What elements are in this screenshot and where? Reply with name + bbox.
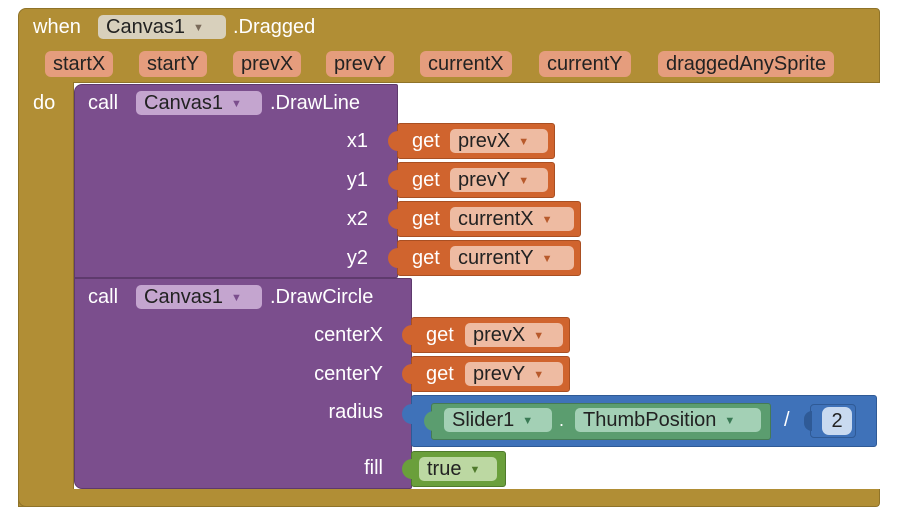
slider-component-value: Slider1	[452, 409, 515, 431]
connector-radius	[402, 404, 412, 424]
triangle-down-icon: ▼	[533, 330, 545, 342]
drawline-call-label: call	[88, 92, 119, 114]
event-name-label: .Dragged	[233, 16, 316, 38]
var-value-centerx: prevX	[473, 324, 526, 346]
slider-property-dropdown[interactable]: ThumbPosition ▼	[575, 408, 761, 432]
get-label-x2: get	[412, 208, 440, 230]
boolean-value: true	[427, 458, 462, 480]
param-draggedanysprite[interactable]: draggedAnySprite	[658, 51, 835, 77]
number-value[interactable]: 2	[822, 407, 852, 435]
component-dropdown-value: Canvas1	[106, 16, 185, 38]
connector-centery	[402, 364, 412, 384]
connector-y2	[388, 248, 398, 268]
event-block-footer[interactable]	[18, 489, 880, 507]
triangle-down-icon: ▼	[230, 98, 242, 110]
arg-label-y2: y2	[346, 247, 368, 269]
drawline-component-value: Canvas1	[144, 92, 223, 114]
get-label-y2: get	[412, 247, 440, 269]
triangle-down-icon: ▼	[192, 22, 204, 34]
arg-label-centerx: centerX	[314, 324, 383, 346]
var-value-centery: prevY	[473, 363, 526, 385]
triangle-down-icon: ▼	[469, 464, 481, 476]
arg-label-centery: centerY	[314, 363, 383, 385]
slider-property-value: ThumbPosition	[583, 409, 717, 431]
drawcircle-component-dropdown[interactable]: Canvas1 ▼	[136, 285, 262, 309]
var-dropdown-centery[interactable]: prevY ▼	[465, 362, 563, 386]
triangle-down-icon: ▼	[230, 292, 242, 304]
triangle-down-icon: ▼	[533, 369, 545, 381]
drawcircle-method-label: .DrawCircle	[270, 286, 374, 308]
param-currentx[interactable]: currentX	[420, 51, 512, 77]
var-dropdown-x2[interactable]: currentX ▼	[450, 207, 574, 231]
connector-x2	[388, 209, 398, 229]
component-dropdown[interactable]: Canvas1 ▼	[98, 15, 226, 39]
triangle-down-icon: ▼	[541, 214, 553, 226]
var-value-y1: prevY	[458, 169, 511, 191]
boolean-dropdown[interactable]: true ▼	[419, 457, 497, 481]
slider-component-dropdown[interactable]: Slider1 ▼	[444, 408, 552, 432]
var-value-x2: currentX	[458, 208, 534, 230]
triangle-down-icon: ▼	[522, 415, 534, 427]
param-startx[interactable]: startX	[45, 51, 114, 77]
triangle-down-icon: ▼	[541, 253, 553, 265]
var-dropdown-x1[interactable]: prevX ▼	[450, 129, 548, 153]
drawcircle-component-value: Canvas1	[144, 286, 223, 308]
param-starty[interactable]: startY	[139, 51, 208, 77]
triangle-down-icon: ▼	[724, 415, 736, 427]
connector-fill	[402, 459, 412, 479]
property-dot: .	[559, 410, 565, 430]
divide-operator: /	[784, 409, 790, 431]
triangle-down-icon: ▼	[518, 175, 530, 187]
var-value-y2: currentY	[458, 247, 534, 269]
arg-label-x1: x1	[346, 130, 368, 152]
drawcircle-call-label: call	[88, 286, 119, 308]
param-prevx[interactable]: prevX	[233, 51, 302, 77]
drawcircle-block-body[interactable]	[74, 278, 412, 489]
var-dropdown-centerx[interactable]: prevX ▼	[465, 323, 563, 347]
drawline-block-body[interactable]	[74, 84, 398, 278]
param-currenty[interactable]: currentY	[539, 51, 631, 77]
get-label-y1: get	[412, 169, 440, 191]
drawline-method-label: .DrawLine	[270, 92, 361, 114]
connector-x1	[388, 131, 398, 151]
get-label-x1: get	[412, 130, 440, 152]
drawline-component-dropdown[interactable]: Canvas1 ▼	[136, 91, 262, 115]
arg-label-fill: fill	[364, 457, 383, 479]
triangle-down-icon: ▼	[518, 136, 530, 148]
arg-label-y1: y1	[346, 169, 368, 191]
var-dropdown-y1[interactable]: prevY ▼	[450, 168, 548, 192]
event-block-left-arm[interactable]	[18, 82, 74, 507]
arg-label-x2: x2	[346, 208, 368, 230]
connector-y1	[388, 170, 398, 190]
arg-label-radius: radius	[328, 401, 383, 423]
do-label: do	[33, 92, 56, 114]
get-label-centerx: get	[426, 324, 454, 346]
param-prevy[interactable]: prevY	[326, 51, 395, 77]
var-value-x1: prevX	[458, 130, 511, 152]
connector-centerx	[402, 325, 412, 345]
when-label: when	[33, 16, 81, 38]
get-label-centery: get	[426, 363, 454, 385]
var-dropdown-y2[interactable]: currentY ▼	[450, 246, 574, 270]
connector-slider	[424, 411, 434, 431]
connector-number	[804, 411, 812, 431]
